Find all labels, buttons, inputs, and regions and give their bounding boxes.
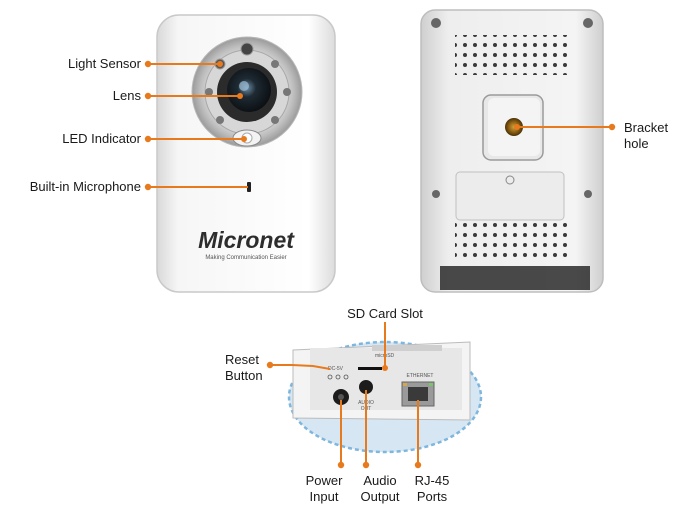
label-bracket-hole-line2: hole — [624, 136, 649, 151]
leader-dot — [337, 461, 345, 469]
screw-icon — [584, 190, 592, 198]
screw-icon — [432, 190, 440, 198]
label-bracket-hole-line1: Bracket — [624, 120, 669, 135]
screw-icon — [583, 18, 593, 28]
screw-icon — [431, 18, 441, 28]
ir-led-far-right — [283, 88, 291, 96]
audio-jack — [359, 380, 373, 394]
vent-top — [455, 35, 570, 75]
vent-bottom — [455, 222, 570, 262]
label-light-sensor: Light Sensor — [68, 56, 141, 71]
ethernet-label: ETHERNET — [407, 373, 434, 379]
brand-tagline: Making Communication Easier — [205, 255, 286, 261]
ir-led-top — [240, 42, 254, 56]
brand-logo: Micronet — [198, 227, 295, 253]
label-sd-card-slot: SD Card Slot — [347, 306, 423, 321]
callouts — [144, 60, 616, 469]
microphone-slot — [247, 182, 251, 192]
leader-reset — [270, 364, 331, 370]
label-rj45-ports: RJ-45 Ports — [410, 473, 454, 505]
label-rj45-line1: RJ-45 — [414, 473, 450, 488]
leader-dot — [362, 461, 370, 469]
ir-led-right — [271, 60, 279, 68]
polarity-symbol — [327, 374, 349, 380]
ir-led-lower-right — [271, 116, 279, 124]
ir-led-left — [205, 88, 213, 96]
label-power-input: Power Input — [301, 473, 347, 505]
label-lens: Lens — [112, 88, 141, 103]
leader-dot — [608, 123, 616, 131]
leader-dot — [266, 361, 274, 369]
ir-led-lower-left — [216, 116, 224, 124]
label-bracket-hole: Bracket hole — [624, 120, 668, 152]
label-reset-line1: Reset — [225, 352, 259, 367]
leader-dot — [144, 135, 152, 143]
label-rj45-line2: Ports — [416, 489, 448, 504]
port-closeup: DC-5V AUDIO OUT microSD ETHERNET — [287, 340, 483, 454]
label-power-line2: Input — [309, 489, 339, 504]
leader-dot — [144, 60, 152, 68]
label-power-line1: Power — [305, 473, 343, 488]
label-reset-line2: Button — [225, 368, 263, 383]
label-reset-button: Reset Button — [225, 352, 263, 384]
camera-front: Micronet Making Communication Easier — [156, 14, 336, 293]
lens — [227, 68, 271, 112]
leader-dot — [144, 92, 152, 100]
leader-dot — [144, 183, 152, 191]
label-audio-line2: Output — [360, 489, 400, 504]
battery-cover — [455, 171, 565, 221]
dc-label: DC-5V — [328, 366, 344, 372]
label-builtin-microphone: Built-in Microphone — [29, 179, 141, 194]
label-audio-output: Audio Output — [355, 473, 405, 505]
label-audio-line1: Audio — [363, 473, 397, 488]
sd-card-slot — [358, 367, 382, 370]
label-led-indicator: LED Indicator — [62, 131, 141, 146]
leader-dot — [414, 461, 422, 469]
camera-back — [420, 9, 604, 293]
